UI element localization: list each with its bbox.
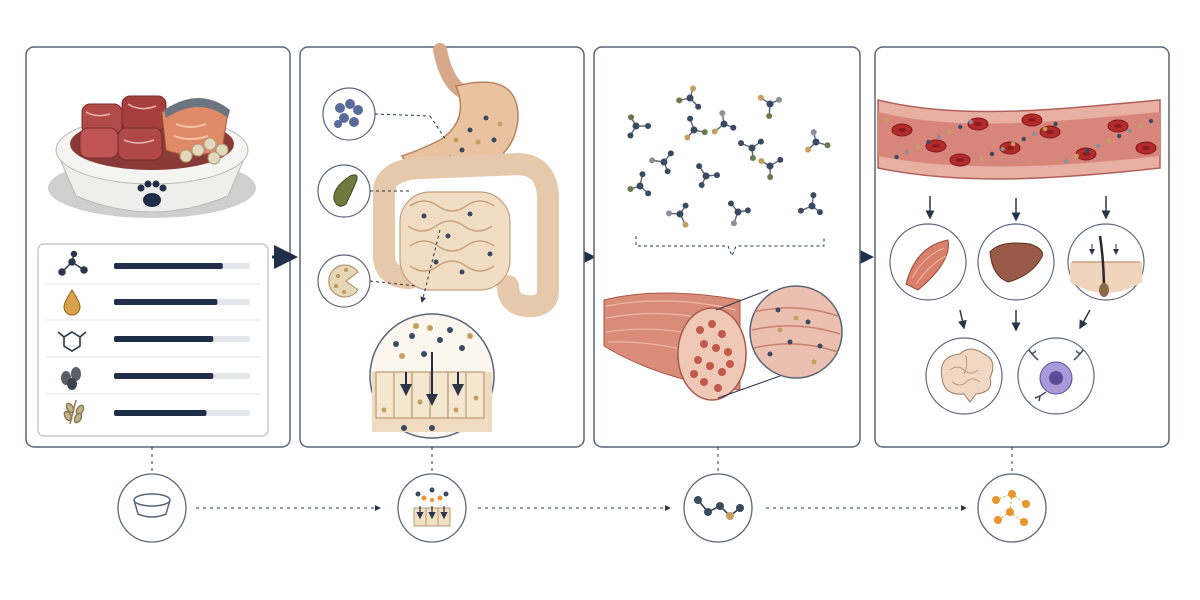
- stomach: [400, 43, 519, 173]
- peptide-chain-icon: [683, 473, 753, 543]
- amino-acid-molecule: [676, 85, 702, 110]
- nutrient-profile-card: [37, 243, 269, 437]
- bowl-icon: [117, 473, 187, 543]
- grain-icon: [63, 399, 85, 425]
- amino-acid-molecule: [797, 192, 823, 216]
- liver-icon: [977, 223, 1055, 301]
- immune-cell-icon: [1017, 337, 1095, 415]
- distribution-arrows: [925, 196, 1111, 332]
- amino-acid-molecule: [649, 150, 674, 175]
- amino-acid-molecule: [711, 110, 737, 135]
- oil-drop-icon: [63, 289, 81, 316]
- intestinal-absorption-icon: [397, 473, 467, 543]
- panel-absorption: [593, 46, 861, 448]
- kibble: [179, 137, 229, 165]
- molecule-network-icon: [977, 473, 1047, 543]
- amino-acid-molecule: [684, 115, 708, 141]
- muscle-icon: [889, 223, 967, 301]
- blood-vessel: [877, 99, 1161, 180]
- pancreas-icon: [322, 87, 447, 141]
- amino-acid-icon: [58, 250, 88, 276]
- enzyme-icon: [317, 254, 417, 308]
- villi-zoom: [369, 313, 495, 439]
- amino-acid-molecule: [758, 156, 784, 180]
- amino-acid-molecule: [738, 138, 764, 161]
- process-timeline: [117, 447, 1047, 543]
- amino-acid-molecule: [805, 129, 831, 153]
- amino-acid-molecule: [627, 114, 651, 139]
- brain-icon: [925, 337, 1003, 415]
- panel-distribution: [874, 46, 1170, 448]
- amino-acid-molecule: [757, 94, 783, 119]
- amino-acid-molecule: [727, 200, 751, 227]
- gallbladder-icon: [317, 164, 410, 218]
- paw-print-icon: [137, 180, 167, 207]
- meat-chunks: [79, 95, 167, 161]
- nutrient-bar-fill: [114, 299, 218, 305]
- intestines: [372, 152, 559, 318]
- muscle-fiber-bundle: [603, 289, 781, 401]
- red-blood-cells: [883, 113, 1157, 167]
- free-amino-acids: [627, 85, 831, 228]
- nutrient-bars: [114, 263, 250, 416]
- nutrient-bar-fill: [114, 410, 207, 416]
- amino-acid-molecule: [627, 171, 652, 197]
- nutrient-bar-fill: [114, 373, 214, 379]
- muscle-zoom: [749, 285, 843, 379]
- skin-hair-icon: [1067, 223, 1145, 301]
- amino-acid-molecule: [696, 163, 720, 189]
- nutrient-bar-fill: [114, 263, 223, 269]
- grouping-bracket: [635, 236, 825, 258]
- amino-acid-molecule: [666, 202, 689, 228]
- panel-digestion: [299, 43, 585, 448]
- seeds-icon: [61, 367, 81, 390]
- food-bowl: [48, 95, 256, 218]
- panel-diet: [25, 46, 291, 448]
- ring-molecule-icon: [57, 331, 87, 352]
- nutrient-bar-fill: [114, 336, 214, 342]
